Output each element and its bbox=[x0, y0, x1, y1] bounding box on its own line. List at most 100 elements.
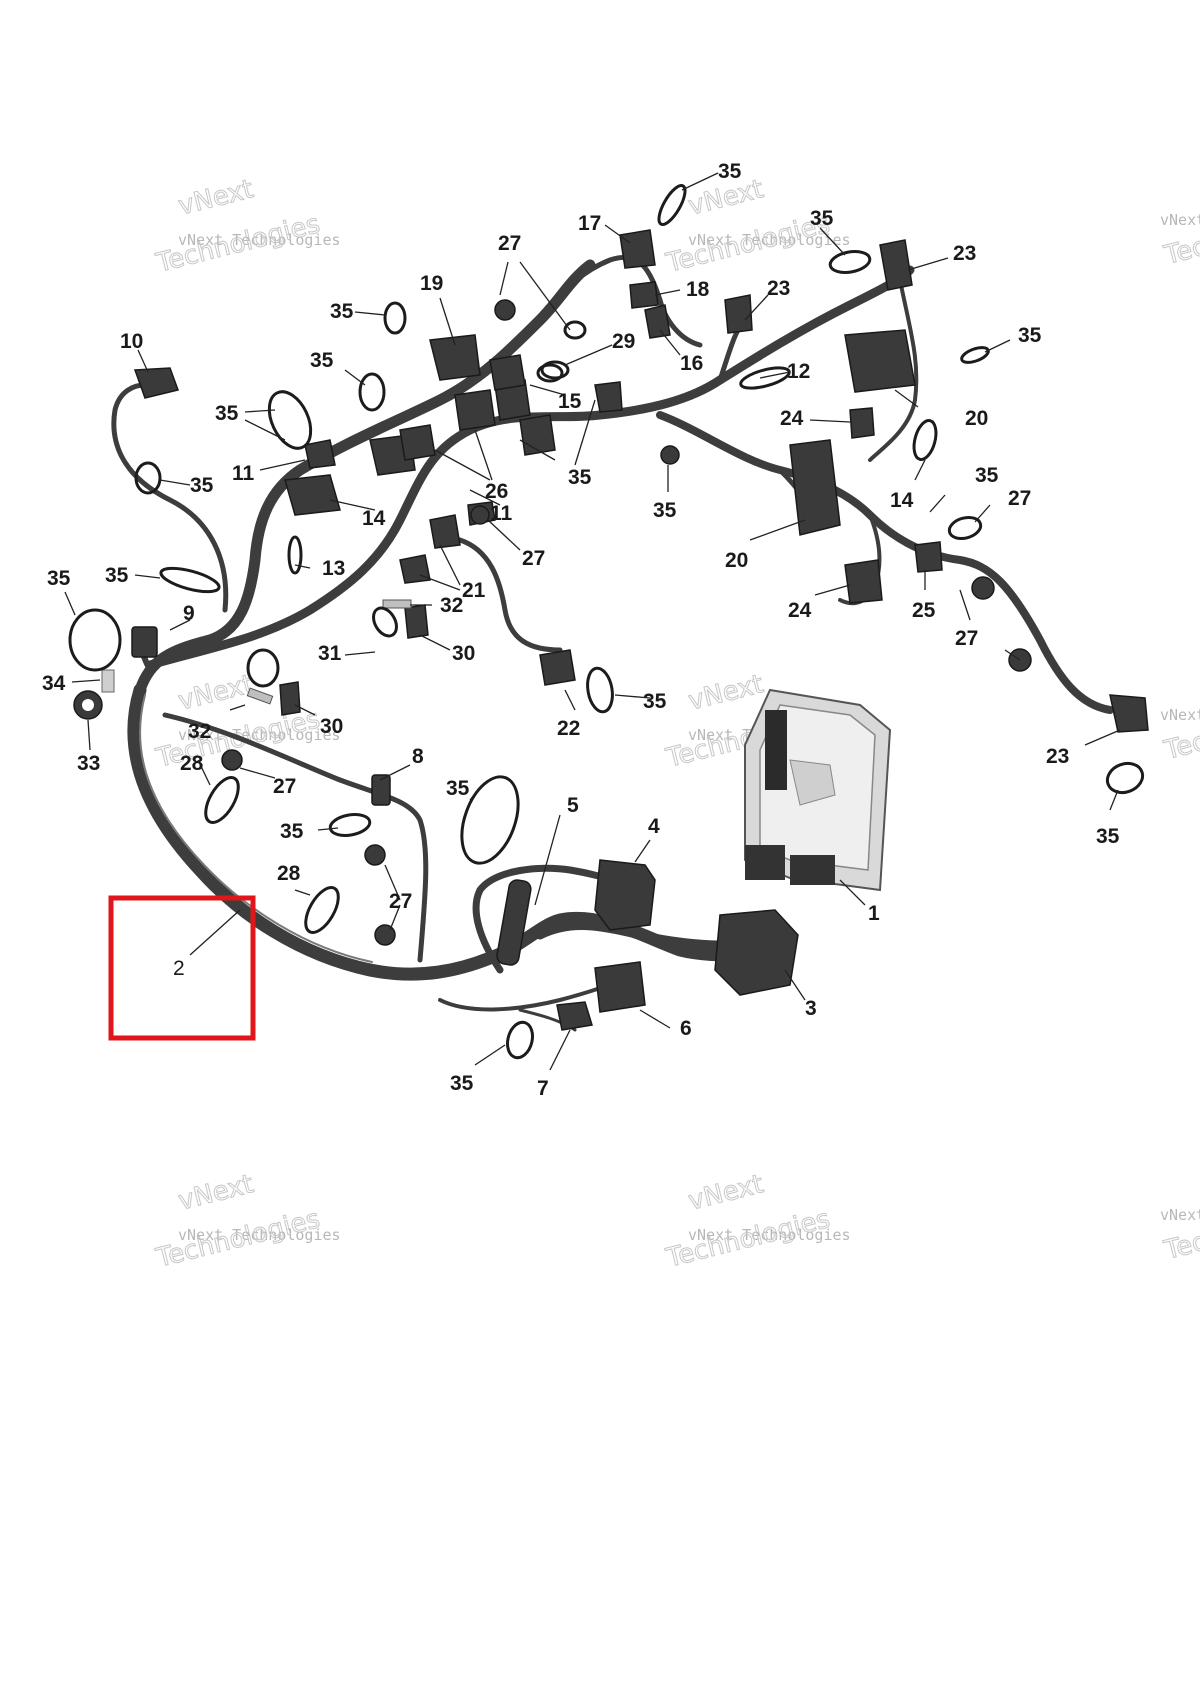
callout-22[interactable]: 22 bbox=[557, 717, 580, 740]
cable-tie-29[interactable] bbox=[536, 363, 564, 383]
cable-tie-35[interactable] bbox=[947, 514, 983, 542]
cable-tie-35[interactable] bbox=[960, 345, 990, 366]
connector-25[interactable] bbox=[914, 541, 943, 573]
callout-3[interactable]: 3 bbox=[805, 997, 817, 1020]
callout-31[interactable]: 31 bbox=[318, 642, 342, 665]
bolt-32-b[interactable] bbox=[246, 687, 274, 705]
callout-33[interactable]: 33 bbox=[77, 752, 100, 775]
callout-6[interactable]: 6 bbox=[680, 1017, 692, 1040]
connector-21[interactable] bbox=[429, 514, 461, 549]
connector-9[interactable] bbox=[131, 626, 158, 658]
callout-35[interactable]: 35 bbox=[1018, 324, 1042, 347]
screw-34[interactable] bbox=[101, 669, 115, 693]
connector-24-lower[interactable] bbox=[844, 559, 883, 604]
callout-34[interactable]: 34 bbox=[42, 672, 66, 695]
callout-21[interactable]: 21 bbox=[462, 579, 486, 602]
callout-32[interactable]: 32 bbox=[188, 720, 211, 743]
cable-tie-28[interactable] bbox=[199, 772, 245, 827]
callout-27[interactable]: 27 bbox=[273, 775, 296, 798]
connector-8[interactable] bbox=[371, 774, 391, 806]
callout-35[interactable]: 35 bbox=[105, 564, 129, 587]
callout-35[interactable]: 35 bbox=[330, 300, 354, 323]
callout-35[interactable]: 35 bbox=[1096, 825, 1120, 848]
cable-tie-35[interactable] bbox=[654, 182, 690, 228]
callout-29[interactable]: 29 bbox=[612, 330, 635, 353]
connector-11-upper[interactable] bbox=[519, 414, 556, 456]
callout-35[interactable]: 35 bbox=[450, 1072, 474, 1095]
connector-11-right[interactable] bbox=[594, 381, 623, 413]
connector-15[interactable] bbox=[489, 354, 526, 391]
callout-27[interactable]: 27 bbox=[955, 627, 978, 650]
bracket-30-a[interactable] bbox=[404, 604, 429, 639]
callout-27[interactable]: 27 bbox=[498, 232, 521, 255]
cable-tie-35[interactable] bbox=[369, 604, 401, 640]
callout-10[interactable]: 10 bbox=[120, 330, 143, 353]
connector-5[interactable] bbox=[496, 879, 532, 967]
cable-tie-35[interactable] bbox=[504, 1020, 536, 1061]
bracket-30-b[interactable] bbox=[279, 681, 301, 716]
connector-14-d[interactable] bbox=[454, 389, 496, 431]
callout-15[interactable]: 15 bbox=[558, 390, 582, 413]
callout-11[interactable]: 11 bbox=[490, 502, 513, 525]
connector-21-b[interactable] bbox=[399, 554, 431, 584]
callout-13[interactable]: 13 bbox=[322, 557, 345, 580]
cable-tie-35[interactable] bbox=[828, 249, 872, 276]
callout-4[interactable]: 4 bbox=[648, 815, 660, 838]
callout-35[interactable]: 12 bbox=[787, 360, 810, 383]
callout-35[interactable]: 35 bbox=[280, 820, 304, 843]
callout-27[interactable]: 35 bbox=[653, 499, 677, 522]
connector-23-right[interactable] bbox=[1109, 694, 1149, 733]
callout-35[interactable]: 35 bbox=[643, 690, 667, 713]
connector-23-top-middle[interactable] bbox=[724, 294, 753, 334]
callout-30[interactable]: 30 bbox=[452, 642, 475, 665]
connector-19[interactable] bbox=[429, 334, 481, 381]
callout-23[interactable]: 23 bbox=[1046, 745, 1069, 768]
callout-14[interactable]: 26 bbox=[485, 480, 508, 503]
cable-tie-31[interactable] bbox=[246, 648, 280, 688]
connector-14-c[interactable] bbox=[399, 424, 436, 461]
callout-28[interactable]: 28 bbox=[277, 862, 301, 885]
selected-part-highlight-box[interactable] bbox=[108, 895, 256, 1041]
callout-12[interactable]: 11 bbox=[232, 462, 255, 485]
callout-35[interactable]: 35 bbox=[310, 349, 334, 372]
callout-23[interactable]: 23 bbox=[767, 277, 790, 300]
connector-18[interactable] bbox=[629, 281, 659, 309]
connector-3[interactable] bbox=[714, 909, 799, 996]
callout-23[interactable]: 23 bbox=[953, 242, 976, 265]
connector-17[interactable] bbox=[619, 229, 656, 269]
connector-23-top-right[interactable] bbox=[879, 239, 913, 291]
cable-tie-35[interactable] bbox=[261, 385, 319, 455]
callout-16[interactable]: 16 bbox=[680, 352, 703, 375]
left-harness-branch[interactable] bbox=[134, 259, 596, 696]
callout-26[interactable]: 35 bbox=[975, 464, 999, 487]
cable-tie-35[interactable] bbox=[328, 812, 372, 839]
callout-27[interactable]: 27 bbox=[522, 547, 545, 570]
grommet-27-a[interactable] bbox=[494, 299, 516, 321]
callout-35[interactable]: 14 bbox=[890, 489, 914, 512]
callout-20[interactable]: 20 bbox=[965, 407, 988, 430]
cable-tie-13[interactable] bbox=[287, 535, 303, 575]
callout-2[interactable]: 2 bbox=[173, 957, 185, 980]
callout-18[interactable]: 18 bbox=[686, 278, 710, 301]
callout-35[interactable]: 35 bbox=[718, 160, 742, 183]
callout-32[interactable]: 32 bbox=[440, 594, 463, 617]
connector-7[interactable] bbox=[556, 1001, 593, 1031]
grommet-27-d[interactable] bbox=[971, 576, 995, 600]
connector-16[interactable] bbox=[644, 304, 671, 339]
cable-tie-35[interactable] bbox=[1103, 759, 1146, 798]
callout-24[interactable]: 24 bbox=[788, 599, 812, 622]
relay-6[interactable] bbox=[594, 961, 646, 1013]
cable-tie-35[interactable] bbox=[540, 360, 570, 380]
grommet-27-f2[interactable] bbox=[374, 924, 396, 946]
callout-1[interactable]: 1 bbox=[868, 902, 880, 925]
cable-tie-35[interactable] bbox=[159, 564, 222, 597]
ecm-module[interactable] bbox=[744, 688, 892, 892]
callout-35[interactable]: 27 bbox=[1008, 487, 1031, 510]
callout-35[interactable]: 35 bbox=[215, 402, 239, 425]
cable-tie-35[interactable] bbox=[563, 320, 587, 340]
callout-35[interactable]: 35 bbox=[446, 777, 470, 800]
connector-20-lower[interactable] bbox=[789, 439, 841, 536]
connector-12[interactable] bbox=[304, 439, 336, 469]
callout-28[interactable]: 28 bbox=[180, 752, 204, 775]
callout-7[interactable]: 7 bbox=[537, 1077, 549, 1100]
